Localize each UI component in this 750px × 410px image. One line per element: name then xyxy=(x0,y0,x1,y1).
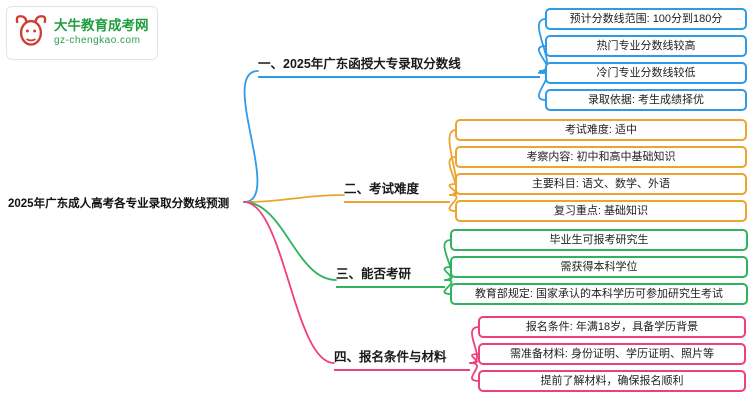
connector-line xyxy=(243,201,337,281)
bull-icon xyxy=(13,13,49,54)
leaf-node: 提前了解材料，确保报名顺利 xyxy=(478,370,746,392)
central-topic: 2025年广东成人高考各专业录取分数线预测 xyxy=(8,198,230,210)
leaf-node: 主要科目: 语文、数学、外语 xyxy=(455,173,747,195)
leaf-node: 录取依据: 考生成绩择优 xyxy=(545,89,747,111)
leaf-node: 考察内容: 初中和高中基础知识 xyxy=(455,146,747,168)
connector-line xyxy=(243,70,259,203)
leaf-node: 复习重点: 基础知识 xyxy=(455,200,747,222)
leaf-node: 毕业生可报考研究生 xyxy=(450,229,748,251)
leaf-node: 教育部规定: 国家承认的本科学历可参加研究生考试 xyxy=(450,283,748,305)
leaf-node: 热门专业分数线较高 xyxy=(545,35,747,57)
leaf-node: 考试难度: 适中 xyxy=(455,119,747,141)
branch-3-label: 三、能否考研 xyxy=(336,263,445,288)
leaf-node: 需获得本科学位 xyxy=(450,256,748,278)
site-logo[interactable]: 大牛教育成考网 gz-chengkao.com xyxy=(6,6,158,60)
leaf-node: 冷门专业分数线较低 xyxy=(545,62,747,84)
branch-1-label: 一、2025年广东函授大专录取分数线 xyxy=(258,53,540,78)
connector-line xyxy=(243,194,345,203)
site-url: gz-chengkao.com xyxy=(54,35,141,47)
leaf-node: 预计分数线范围: 100分到180分 xyxy=(545,8,747,30)
branch-2-label: 二、考试难度 xyxy=(344,178,450,203)
branch-4-label: 四、报名条件与材料 xyxy=(334,346,470,371)
leaf-node: 报名条件: 年满18岁，具备学历背景 xyxy=(478,316,746,338)
site-name: 大牛教育成考网 xyxy=(54,18,149,34)
leaf-node: 需准备材料: 身份证明、学历证明、照片等 xyxy=(478,343,746,365)
connector-line xyxy=(243,201,335,364)
